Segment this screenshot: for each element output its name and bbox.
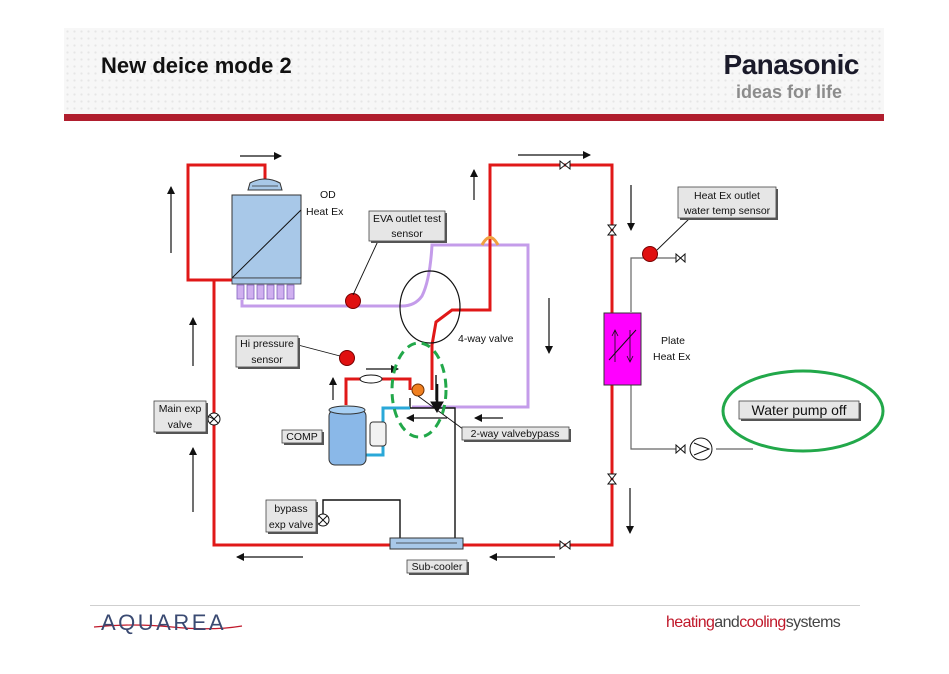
brand-logo: Panasonic — [723, 49, 859, 80]
pipe-crossover — [480, 236, 500, 246]
service-valve-right-lower — [606, 473, 618, 485]
water-valve-bottom — [675, 443, 686, 455]
hi-pressure-label-line2: sensor — [251, 354, 283, 366]
heating-cooling-systems-logo: heatingandcoolingsystems — [666, 614, 841, 632]
od-heat-ex-label-line1: OD — [320, 189, 336, 201]
service-valve-right-upper — [606, 224, 618, 236]
aquarea-swoosh — [93, 624, 243, 630]
four-way-valve-label: 4-way valve — [458, 333, 514, 345]
plate-heat-ex-label-line2: Heat Ex — [653, 351, 691, 363]
bypass-flow-arrow — [430, 384, 444, 413]
bypass-exp-valve-label-line2: exp valve — [269, 519, 314, 531]
hi-pressure-label-line1: Hi pressure — [240, 338, 294, 350]
service-valve-top — [559, 159, 571, 171]
aquarea-logo: AQUAREA — [101, 610, 227, 635]
sub-cooler — [389, 537, 464, 550]
comp-label: COMP — [286, 431, 318, 443]
bypass-exp-valve-label-line1: bypass — [274, 503, 307, 515]
two-way-valve-label: 2-way valvebypass — [471, 428, 560, 440]
refrigerant-loop — [186, 163, 614, 547]
check-valve — [359, 374, 383, 384]
water-pump-label: Water pump off — [752, 402, 847, 418]
heat-ex-outlet-label-line2: water temp sensor — [683, 205, 771, 217]
water-pump-highlight — [721, 369, 885, 453]
hcs-heating: heating — [666, 614, 715, 631]
leader-lines — [206, 217, 691, 433]
four-way-valve — [399, 270, 461, 344]
hcs-systems: systems — [785, 614, 841, 631]
water-circuit — [630, 257, 753, 450]
service-valve-bottom — [559, 539, 571, 551]
two-way-valve-dot — [411, 383, 425, 397]
hcs-and: and — [714, 614, 740, 631]
od-heat-ex-label-line2: Heat Ex — [306, 206, 344, 218]
water-valve-top — [675, 252, 686, 264]
hcs-cooling: cooling — [739, 614, 786, 631]
footer-divider — [90, 605, 860, 606]
flow-arrows — [167, 151, 635, 561]
header-background — [64, 28, 884, 114]
heat-ex-outlet-sensor-dot — [642, 246, 658, 262]
hi-pressure-sensor-dot — [339, 350, 355, 366]
label-box-shadows — [156, 189, 861, 575]
plate-heat-ex-label-line1: Plate — [661, 335, 685, 347]
od-heat-exchanger — [231, 178, 302, 300]
eva-sensor-label-line1: EVA outlet test — [373, 213, 441, 225]
main-exp-valve-label-line2: valve — [168, 419, 193, 431]
page-title: New deice mode 2 — [101, 53, 292, 78]
bypass-exp-valve-symbol — [316, 513, 330, 527]
eva-sensor-label-line2: sensor — [391, 228, 423, 240]
brand-tagline: ideas for life — [735, 82, 842, 102]
plate-heat-exchanger — [603, 312, 642, 386]
compressor — [328, 405, 387, 466]
header-divider — [64, 114, 884, 121]
water-pump-symbol — [689, 437, 713, 461]
eva-outlet-sensor-dot — [345, 293, 361, 309]
two-way-valve-highlight — [390, 341, 448, 439]
heat-ex-outlet-label-line1: Heat Ex outlet — [694, 190, 760, 202]
main-exp-valve-label-line1: Main exp — [159, 403, 202, 415]
sub-cooler-label: Sub-cooler — [412, 561, 463, 573]
